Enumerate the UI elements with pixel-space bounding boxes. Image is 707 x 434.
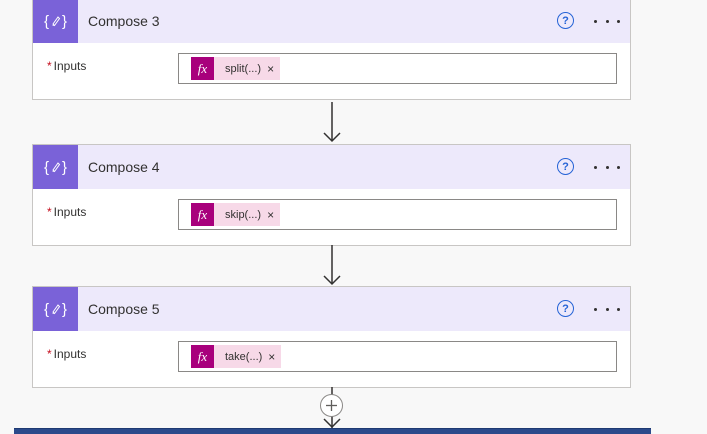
expression-token[interactable]: fx split(...) × <box>191 57 281 80</box>
required-marker: * <box>47 59 52 73</box>
svg-text:{: { <box>44 301 49 318</box>
more-options-button[interactable] <box>594 11 620 31</box>
expression-token[interactable]: fx skip(...) × <box>191 203 281 226</box>
fx-icon: fx <box>191 203 214 226</box>
arrow-down-icon <box>323 245 341 286</box>
dot-icon <box>594 19 597 23</box>
more-options-button[interactable] <box>594 157 620 177</box>
card-title: Compose 5 <box>88 301 160 317</box>
compose-icon: { } <box>33 145 78 189</box>
more-options-button[interactable] <box>594 299 620 319</box>
remove-token-button[interactable]: × <box>267 207 275 222</box>
dot-icon <box>594 165 597 169</box>
inputs-field[interactable]: fx split(...) × <box>178 53 617 84</box>
compose-4-card: { } Compose 4 ? *Inputs fx skip(...) × <box>32 144 631 246</box>
card-header[interactable]: { } Compose 4 ? <box>33 145 630 189</box>
token-label: split(...) <box>225 62 262 75</box>
required-marker: * <box>47 347 52 361</box>
svg-text:{: { <box>44 13 49 30</box>
compose-icon: { } <box>33 287 78 331</box>
card-body: *Inputs fx split(...) × <box>33 43 630 99</box>
required-marker: * <box>47 205 52 219</box>
compose-icon: { } <box>33 0 78 43</box>
compose-3-card: { } Compose 3 ? *Inputs fx split(...) × <box>32 0 631 100</box>
plus-icon <box>326 400 337 411</box>
fx-icon: fx <box>191 57 214 80</box>
inputs-label-text: Inputs <box>53 347 87 361</box>
dot-icon <box>617 307 620 311</box>
help-icon[interactable]: ? <box>557 12 574 29</box>
svg-text:}: } <box>62 301 67 318</box>
compose-5-card: { } Compose 5 ? *Inputs fx take(...) × <box>32 286 631 388</box>
inputs-label: *Inputs <box>47 205 86 219</box>
expression-token[interactable]: fx take(...) × <box>191 345 282 368</box>
help-icon[interactable]: ? <box>557 300 574 317</box>
inputs-label-text: Inputs <box>53 59 87 73</box>
dot-icon <box>605 19 609 23</box>
inputs-field[interactable]: fx skip(...) × <box>178 199 617 230</box>
remove-token-button[interactable]: × <box>268 349 276 364</box>
card-header[interactable]: { } Compose 5 ? <box>33 287 630 331</box>
remove-token-button[interactable]: × <box>267 61 275 76</box>
dot-icon <box>617 165 620 169</box>
card-title: Compose 3 <box>88 13 160 29</box>
card-header[interactable]: { } Compose 3 ? <box>33 0 630 43</box>
inputs-label: *Inputs <box>47 347 86 361</box>
inputs-label-text: Inputs <box>53 205 87 219</box>
card-body: *Inputs fx take(...) × <box>33 331 630 387</box>
dot-icon <box>605 307 609 311</box>
token-label: skip(...) <box>225 208 262 221</box>
svg-text:}: } <box>62 13 67 30</box>
dot-icon <box>605 165 609 169</box>
card-title: Compose 4 <box>88 159 160 175</box>
insert-step-button[interactable] <box>320 394 343 417</box>
arrow-down-icon <box>323 102 341 143</box>
svg-text:{: { <box>44 159 49 176</box>
inputs-field[interactable]: fx take(...) × <box>178 341 617 372</box>
help-icon[interactable]: ? <box>557 158 574 175</box>
dot-icon <box>617 19 620 23</box>
fx-icon: fx <box>191 345 214 368</box>
inputs-label: *Inputs <box>47 59 86 73</box>
card-body: *Inputs fx skip(...) × <box>33 189 630 245</box>
next-action-card-edge[interactable] <box>14 428 651 434</box>
svg-text:}: } <box>62 159 67 176</box>
token-label: take(...) <box>225 350 263 363</box>
dot-icon <box>594 307 597 311</box>
